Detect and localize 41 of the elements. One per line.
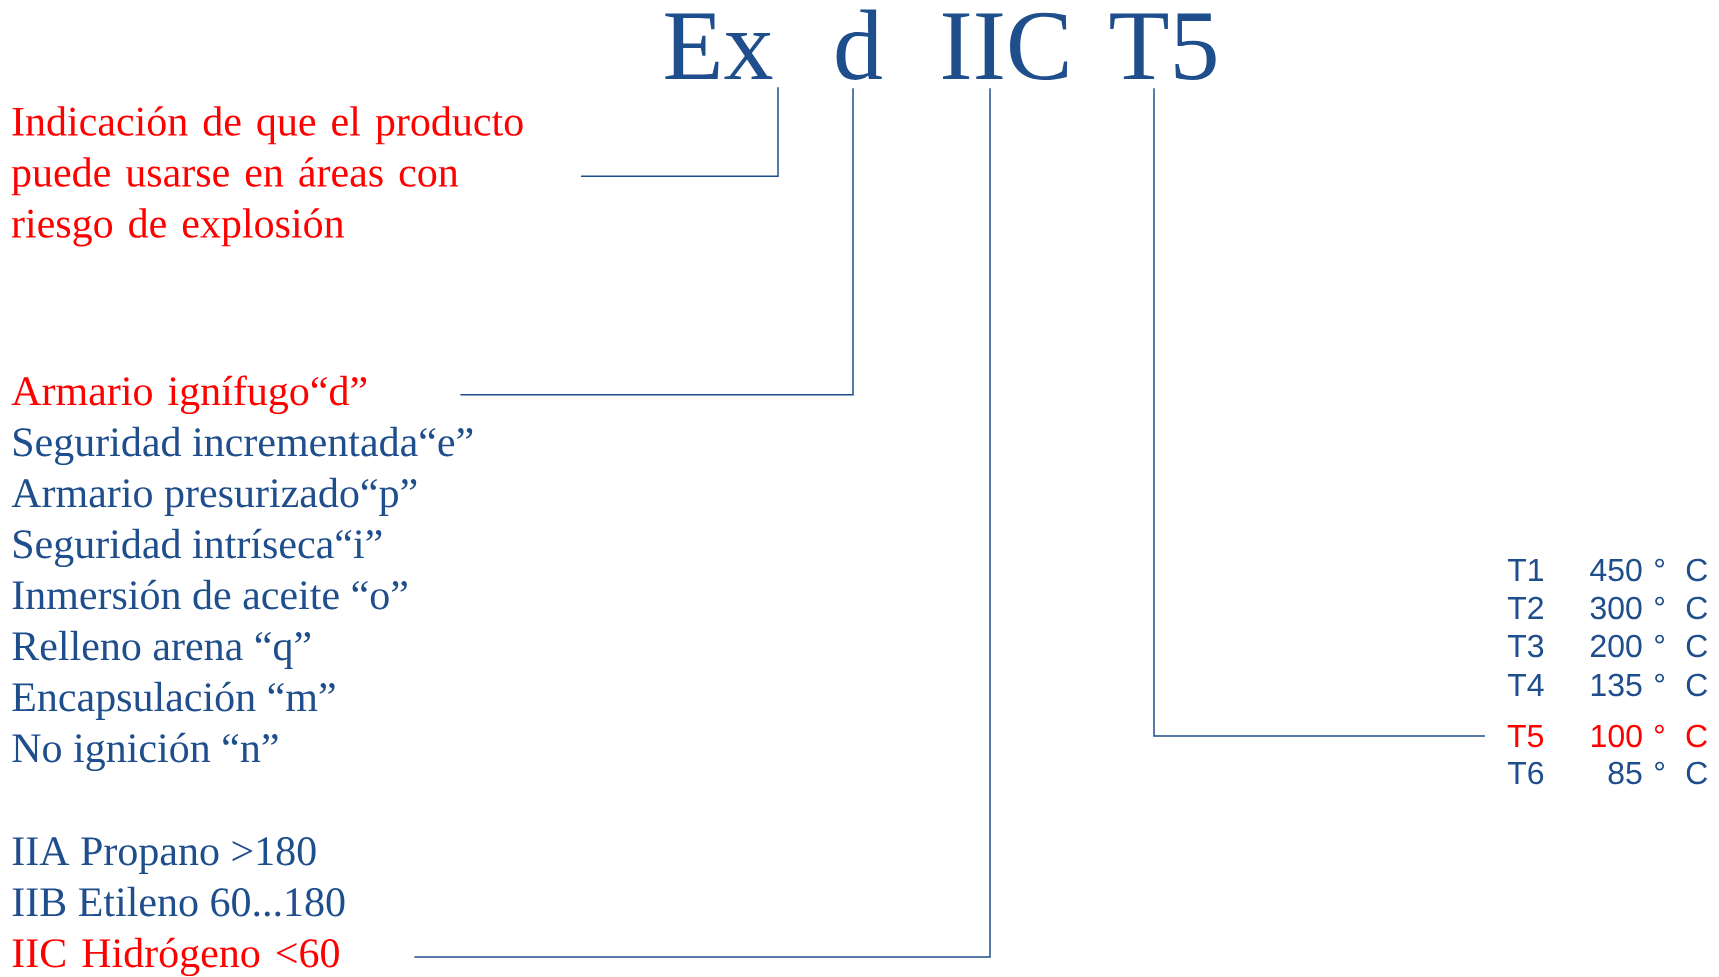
table-cell: 300 — [1590, 596, 1642, 620]
table-cell: 450 — [1590, 558, 1642, 582]
description-text: Indicación de que el producto puede usarse en áreas con riesgo de explosión — [11, 106, 523, 247]
list-item: IIA Propano >180 — [12, 837, 316, 874]
table-cell: ° — [1655, 761, 1665, 771]
list-item: Relleno arena “q” — [12, 630, 311, 669]
leader-line — [413, 87, 991, 958]
leader-line — [459, 87, 854, 396]
table-cell: C — [1686, 634, 1708, 658]
table-cell: ° — [1655, 634, 1665, 644]
leader-line — [1153, 87, 1486, 737]
description-text: Armario ignífugo“d” — [11, 375, 367, 415]
leader-line — [580, 86, 779, 178]
table-cell: 200 — [1591, 634, 1642, 658]
list-item: Encapsulación “m” — [12, 681, 335, 720]
code-letter: d — [836, 9, 882, 80]
list-item: Seguridad intríseca“i” — [14, 528, 382, 568]
table-cell: T3 — [1507, 634, 1544, 658]
list-item: IIB Etileno 60...180 — [12, 886, 345, 917]
table-cell: 85 — [1608, 761, 1642, 785]
table-cell: C — [1686, 761, 1708, 785]
list-item: Inmersión de aceite “o” — [12, 579, 407, 610]
table-cell: T6 — [1507, 761, 1544, 785]
table-cell: C — [1686, 673, 1708, 697]
table-cell: 135 — [1591, 673, 1642, 697]
table-cell: ° — [1655, 558, 1665, 568]
table-cell: T2 — [1507, 596, 1543, 619]
code-letter: T5 — [1110, 13, 1216, 80]
list-item: Armario presurizado“p” — [11, 477, 417, 516]
table-cell: T1 — [1507, 559, 1543, 581]
list-item: No ignición “n” — [12, 732, 278, 772]
description-text: IIC Hidrógeno <60 — [12, 937, 339, 977]
table-cell: ° — [1655, 673, 1665, 683]
table-cell: ° — [1655, 596, 1665, 606]
list-item: Seguridad incrementada“e” — [14, 426, 473, 466]
table-cell: C — [1686, 596, 1708, 620]
table-cell: C — [1686, 558, 1708, 582]
code-letter: IIC — [942, 12, 1068, 80]
code-letter: Ex — [665, 13, 773, 79]
table-cell: T4 — [1507, 674, 1544, 696]
table-row: T5 100 ° C — [1507, 724, 1707, 748]
